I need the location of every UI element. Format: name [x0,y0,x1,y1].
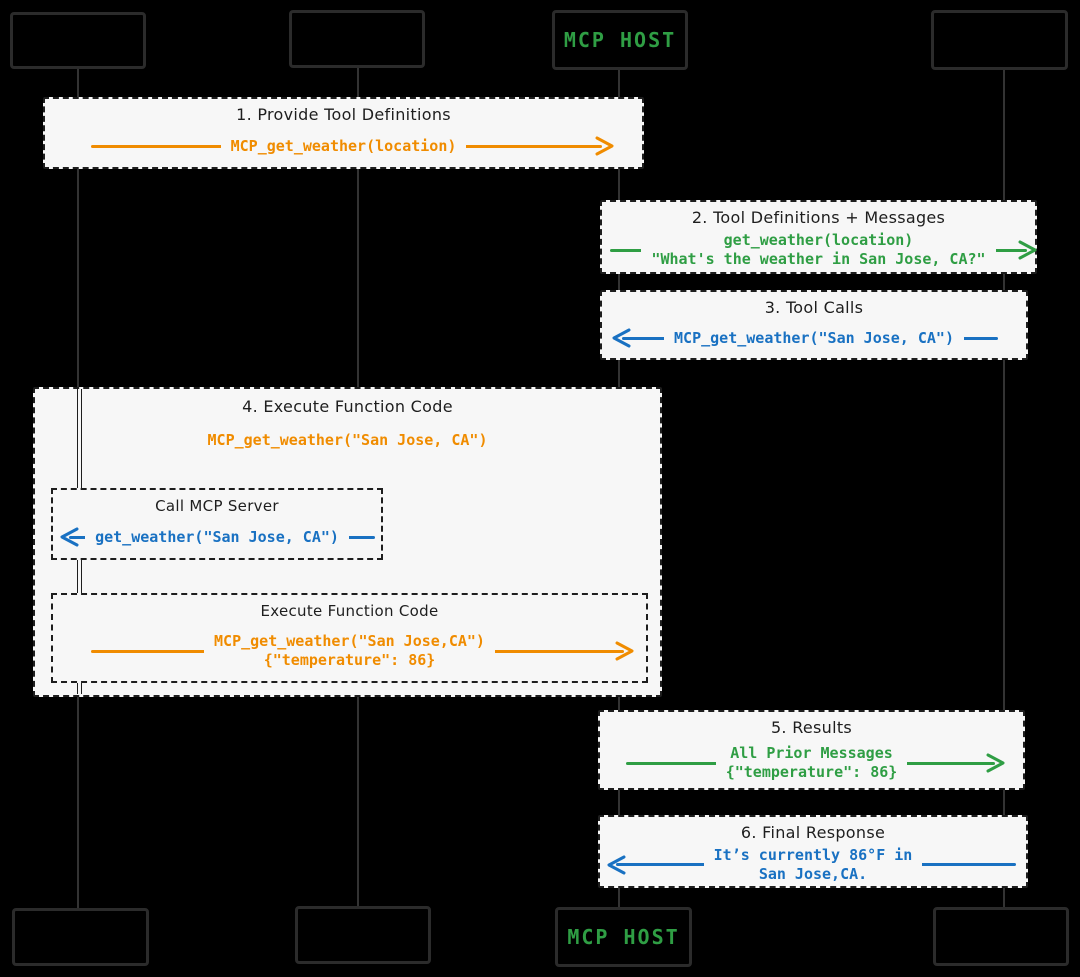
actor-box-bottom-mcp-host: MCP HOST [555,907,692,967]
message-3-code: MCP_get_weather("San Jose, CA") [664,328,964,348]
mcp-host-label-bottom: MCP HOST [567,925,680,949]
message-1-code: MCP_get_weather(location) [220,136,467,156]
message-box-4-execute-function-code: 4. Execute Function Code MCP_get_weather… [33,387,662,697]
nested-box-1-title: Call MCP Server [155,497,279,515]
message-4-title: 4. Execute Function Code [242,397,453,416]
arrow-left-icon [58,525,82,549]
message-1-title: 1. Provide Tool Definitions [236,105,451,124]
actor-box-bottom-2 [295,906,431,964]
actor-box-bottom-1 [12,908,149,966]
arrow-right-icon [592,134,616,158]
message-box-6-final-response: 6. Final Response It’s currently 86°F in… [598,815,1028,888]
nested-box-execute-function-code: Execute Function Code MCP_get_weather("S… [51,593,648,683]
nested-box-2-code-line-2: {"temperature": 86} [263,651,436,669]
arrow-right-icon [983,751,1007,775]
lifeline-actor-4 [1003,40,1005,926]
message-5-title: 5. Results [770,718,853,737]
message-2-code-line-1: get_weather(location) [723,231,914,249]
actor-box-top-mcp-host: MCP HOST [552,10,688,70]
message-3-title: 3. Tool Calls [764,298,864,317]
nested-box-2-code-line-1: MCP_get_weather("San Jose,CA") [214,632,485,650]
message-6-code-line-2: San Jose,CA. [758,864,868,883]
message-box-3-tool-calls: 3. Tool Calls MCP_get_weather("San Jose,… [600,290,1028,360]
message-box-1-provide-tool-definitions: 1. Provide Tool Definitions MCP_get_weat… [43,97,644,169]
lifeline-segment-inside-box4 [77,683,82,694]
message-box-2-tool-definitions-messages: 2. Tool Definitions + Messages get_weath… [600,200,1037,274]
actor-box-top-2 [289,10,425,68]
message-6-title: 6. Final Response [740,823,886,842]
message-2-title: 2. Tool Definitions + Messages [691,208,946,227]
lifeline-segment-inside-box4 [77,560,82,593]
message-2-code-line-2: "What's the weather in San Jose, CA?" [651,250,986,268]
arrow-right-icon [1015,238,1039,262]
arrow-right-icon [612,639,636,663]
message-5-code-line-2: {"temperature": 86} [725,763,898,781]
actor-box-bottom-4 [933,907,1069,966]
message-box-5-results: 5. Results All Prior Messages {"temperat… [598,710,1025,790]
arrow-left-icon [605,853,629,877]
arrow-left-icon [610,326,634,350]
message-6-code-line-1: It’s currently 86°F in [713,845,913,864]
message-4-code: MCP_get_weather("San Jose, CA") [207,431,488,449]
nested-box-2-title: Execute Function Code [260,602,439,620]
actor-box-top-1 [10,12,146,69]
lifeline-segment-inside-box4 [77,389,82,488]
nested-box-1-code: get_weather("San Jose, CA") [85,527,349,547]
nested-box-call-mcp-server: Call MCP Server get_weather("San Jose, C… [51,488,383,560]
mcp-host-label-top: MCP HOST [563,28,677,52]
actor-box-top-4 [931,10,1068,70]
message-5-code-line-1: All Prior Messages [730,744,893,762]
